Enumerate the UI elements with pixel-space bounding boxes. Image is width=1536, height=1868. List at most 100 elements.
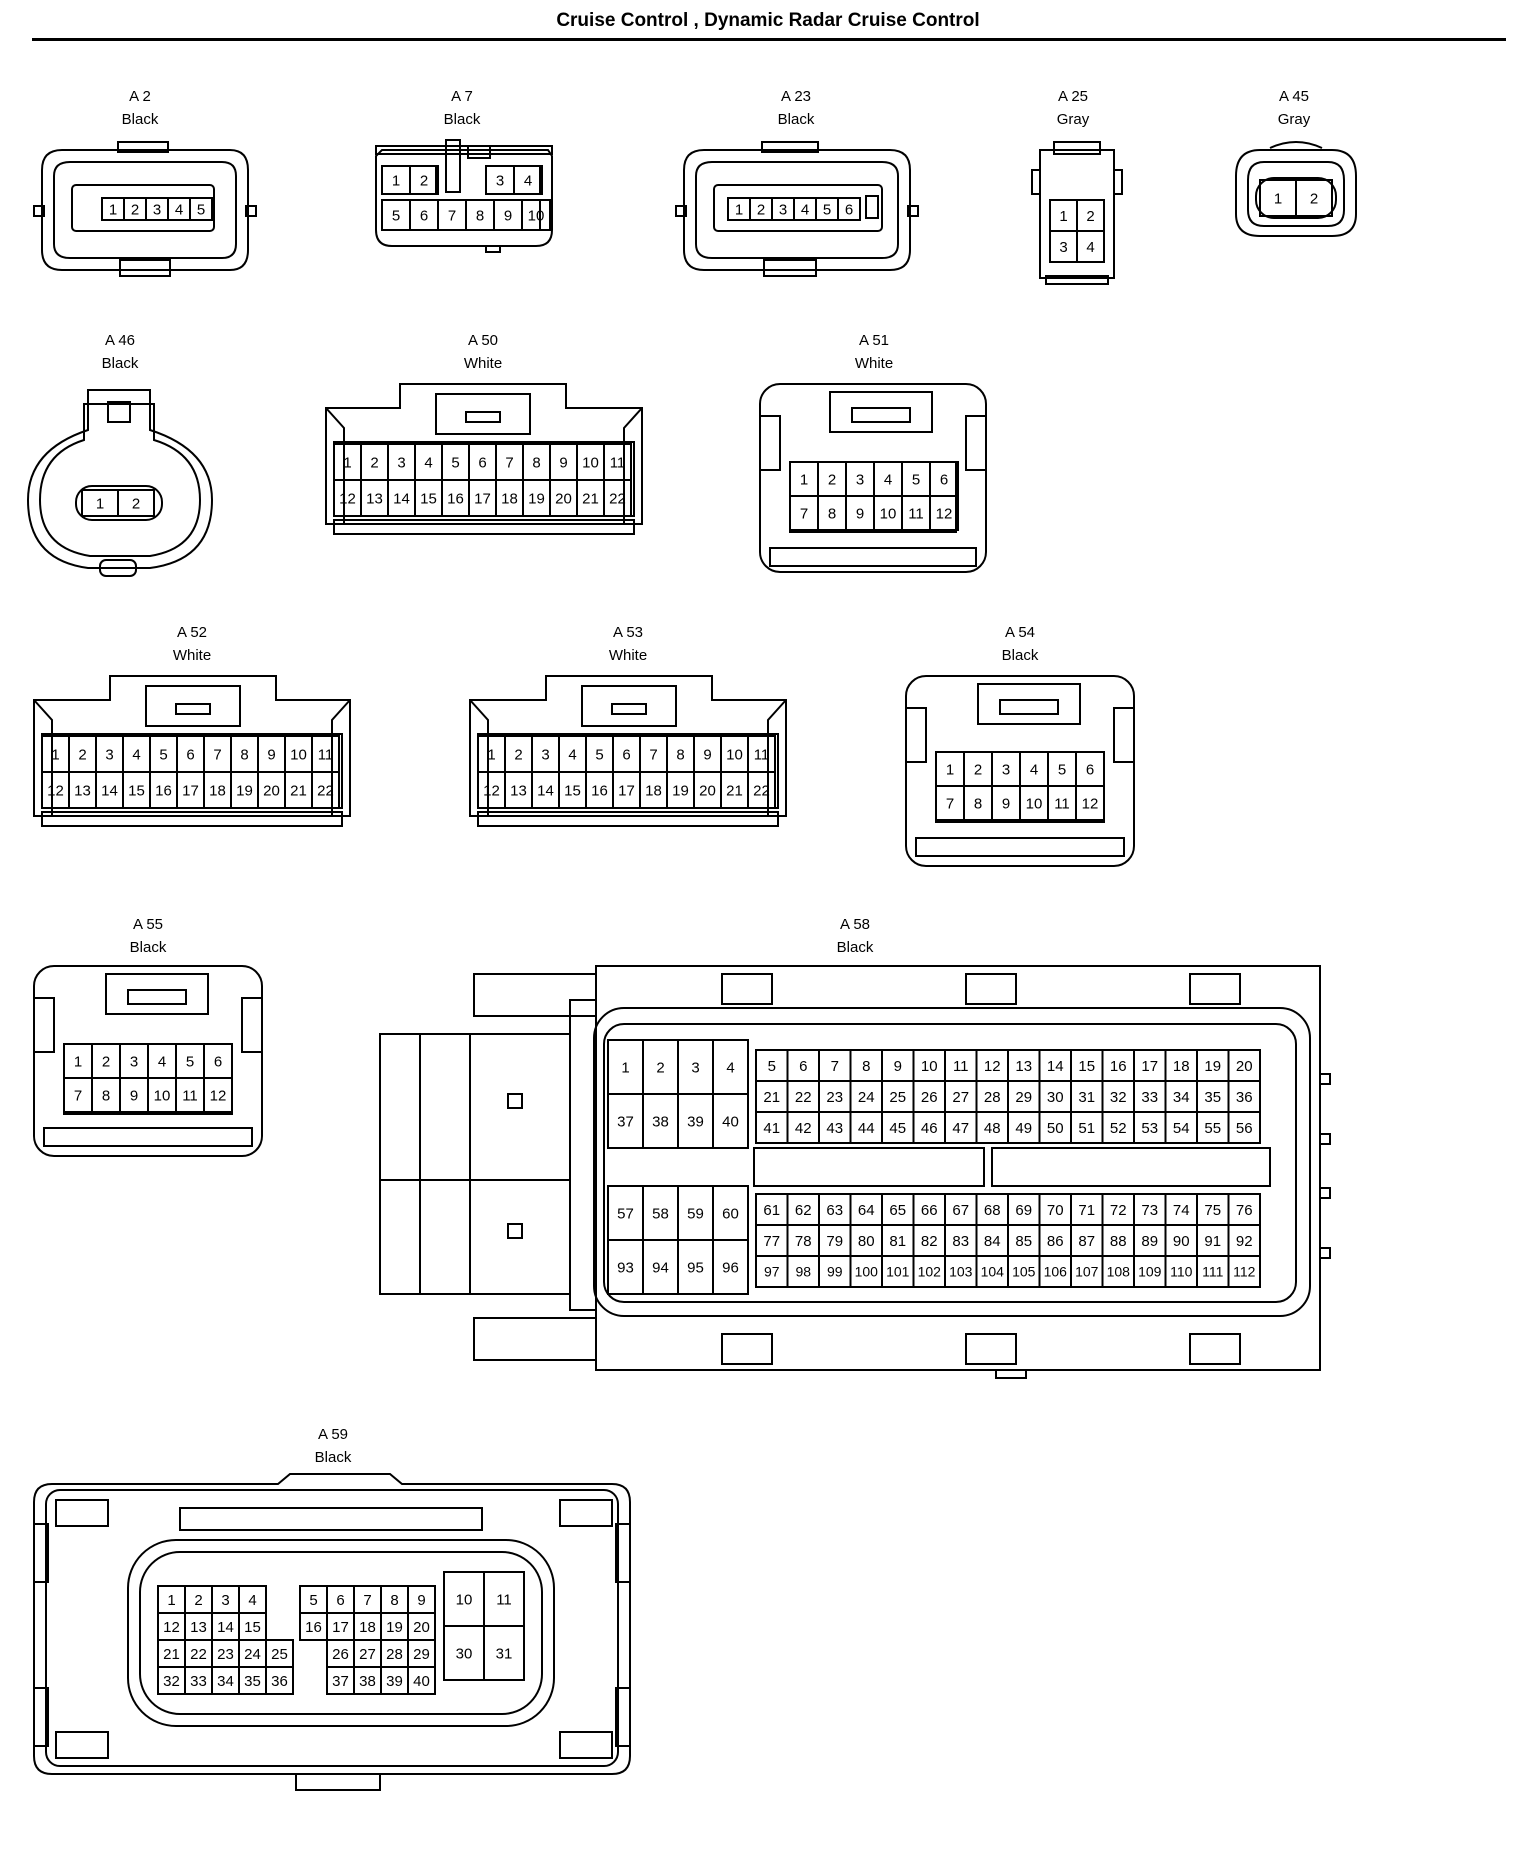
pin-cell [407,1666,436,1695]
pin-number: 5 [451,454,459,471]
pin-number: 4 [726,1059,734,1076]
pin-number: 11 [496,1591,512,1608]
pin-number: 5 [186,1053,194,1070]
pin-number: 43 [826,1120,843,1137]
pin-number: 20 [1236,1058,1253,1075]
pin-number: 27 [359,1646,376,1663]
pin-number: 22 [609,490,626,507]
pin-cell [203,1077,233,1113]
pin-number: 98 [795,1264,811,1280]
pin-number: 10 [880,505,897,522]
pin-number: 7 [74,1087,82,1104]
pin-number: 1 [800,471,808,488]
pin-number: 17 [332,1619,349,1636]
pin-number: 38 [359,1673,376,1690]
pin-number: 1 [392,172,400,189]
pin-number: 65 [889,1202,906,1219]
pin-number: 22 [795,1089,812,1106]
pin-number: 23 [826,1089,843,1106]
pin-number: 70 [1047,1202,1064,1219]
pin-number: 12 [984,1058,1001,1075]
pin-number: 19 [528,490,545,507]
pin-number: 3 [221,1592,229,1609]
connector-id: A 23 [780,88,812,105]
pin-number: 6 [622,746,630,763]
pin-number: 49 [1015,1120,1032,1137]
pin-number: 12 [163,1619,180,1636]
pin-number: 1 [74,1053,82,1070]
pin-number: 6 [214,1053,222,1070]
pin-number: 81 [889,1233,906,1250]
pin-number: 100 [855,1264,879,1280]
pin-number: 7 [800,505,808,522]
pin-number: 15 [420,490,437,507]
pin-number: 1 [109,201,117,218]
pin-number: 50 [1047,1120,1064,1137]
pin-number: 7 [363,1592,371,1609]
pin-number: 6 [940,471,948,488]
pin-number: 15 [1078,1058,1095,1075]
pin-number: 9 [856,505,864,522]
pin-number: 8 [974,795,982,812]
pin-cell [117,489,155,517]
pin-number: 7 [831,1058,839,1075]
pin-number: 11 [318,746,334,763]
pin-number: 10 [921,1058,938,1075]
pin-number: 9 [559,454,567,471]
pin-number: 8 [532,454,540,471]
pin-number: 103 [949,1264,973,1280]
pin-number: 8 [676,746,684,763]
pin-number: 1 [621,1059,629,1076]
pin-number: 12 [47,782,64,799]
pin-number: 11 [908,505,924,522]
pin-number: 7 [946,795,954,812]
pin-number: 77 [763,1233,780,1250]
pin-number: 10 [726,746,743,763]
pin-number: 5 [1058,761,1066,778]
pin-number: 82 [921,1233,938,1250]
pin-number: 21 [726,782,743,799]
pin-number: 25 [889,1089,906,1106]
pin-number: 34 [217,1673,234,1690]
pin-number: 11 [610,454,626,471]
pin-number: 46 [921,1120,938,1137]
pin-number: 48 [984,1120,1001,1137]
pin-number: 73 [1141,1202,1158,1219]
pin-number: 4 [248,1592,256,1609]
connector-id: A 55 [132,916,164,933]
pin-number: 88 [1110,1233,1127,1250]
pin-number: 14 [101,782,118,799]
pin-cell [1295,179,1333,217]
pin-number: 24 [244,1646,261,1663]
pin-number: 4 [175,201,183,218]
pin-number: 56 [1236,1120,1253,1137]
connector-id: A 2 [129,88,151,105]
pin-number: 84 [984,1233,1001,1250]
pin-number: 14 [393,490,410,507]
pin-number: 18 [209,782,226,799]
pin-cell [521,199,551,231]
pin-number: 6 [799,1058,807,1075]
pin-number: 11 [1054,795,1070,812]
pin-number: 3 [541,746,549,763]
pin-cell [189,197,213,221]
pin-number: 5 [768,1058,776,1075]
pin-number: 2 [370,454,378,471]
pin-number: 108 [1107,1264,1131,1280]
pin-number: 102 [918,1264,942,1280]
pin-number: 19 [236,782,253,799]
pin-number: 61 [763,1202,780,1219]
pin-number: 106 [1044,1264,1068,1280]
